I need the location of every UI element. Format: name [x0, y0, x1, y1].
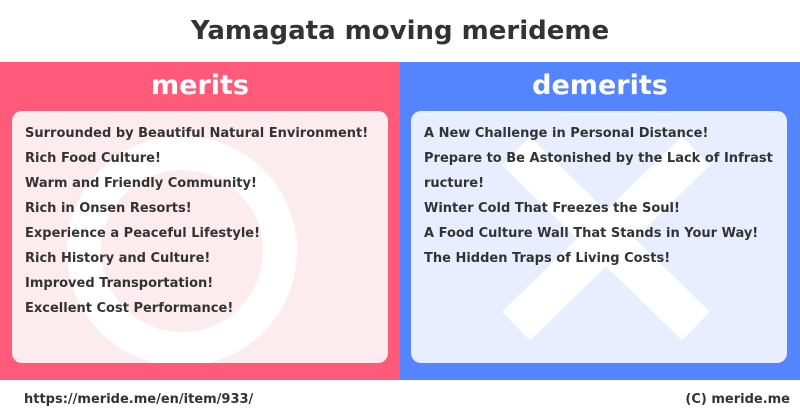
copyright: (C) meride.me [685, 392, 790, 407]
list-item: Excellent Cost Performance! [25, 301, 234, 316]
list-item: Warm and Friendly Community! [25, 176, 257, 191]
page-title: Yamagata moving merideme [190, 16, 610, 46]
merits-list: Surrounded by Beautiful Natural Environm… [25, 121, 368, 321]
list-item: Surrounded by Beautiful Natural Environm… [25, 126, 369, 141]
list-item: Improved Transportation! [25, 276, 214, 291]
list-item: Experience a Peaceful Lifestyle! [25, 226, 261, 241]
demerits-heading: demerits [532, 70, 668, 101]
circle-icon [67, 136, 297, 363]
list-item: A Food Culture Wall That Stands in Your … [424, 226, 759, 241]
list-item: Winter Cold That Freezes the Soul! [424, 201, 680, 216]
item-url-link[interactable]: https://meride.me/en/item/933/ [24, 392, 254, 407]
merits-panel: merits Surrounded by Beautiful Natural E… [0, 62, 400, 380]
demerits-box: A New Challenge in Personal Distance! Pr… [411, 111, 787, 363]
list-item: The Hidden Traps of Living Costs! [424, 251, 671, 266]
footer: https://meride.me/en/item/933/ (C) merid… [0, 380, 800, 418]
demerits-list: A New Challenge in Personal Distance! Pr… [424, 121, 774, 271]
list-item: Rich Food Culture! [25, 151, 161, 166]
list-item: Prepare to Be Astonished by the Lack of … [424, 151, 773, 191]
demerits-panel: demerits A New Challenge in Personal Dis… [400, 62, 800, 380]
list-item: A New Challenge in Personal Distance! [424, 126, 709, 141]
merits-heading: merits [151, 70, 249, 101]
cross-icon [502, 136, 710, 341]
list-item: Rich History and Culture! [25, 251, 211, 266]
merits-box: Surrounded by Beautiful Natural Environm… [12, 111, 388, 363]
list-item: Rich in Onsen Resorts! [25, 201, 192, 216]
